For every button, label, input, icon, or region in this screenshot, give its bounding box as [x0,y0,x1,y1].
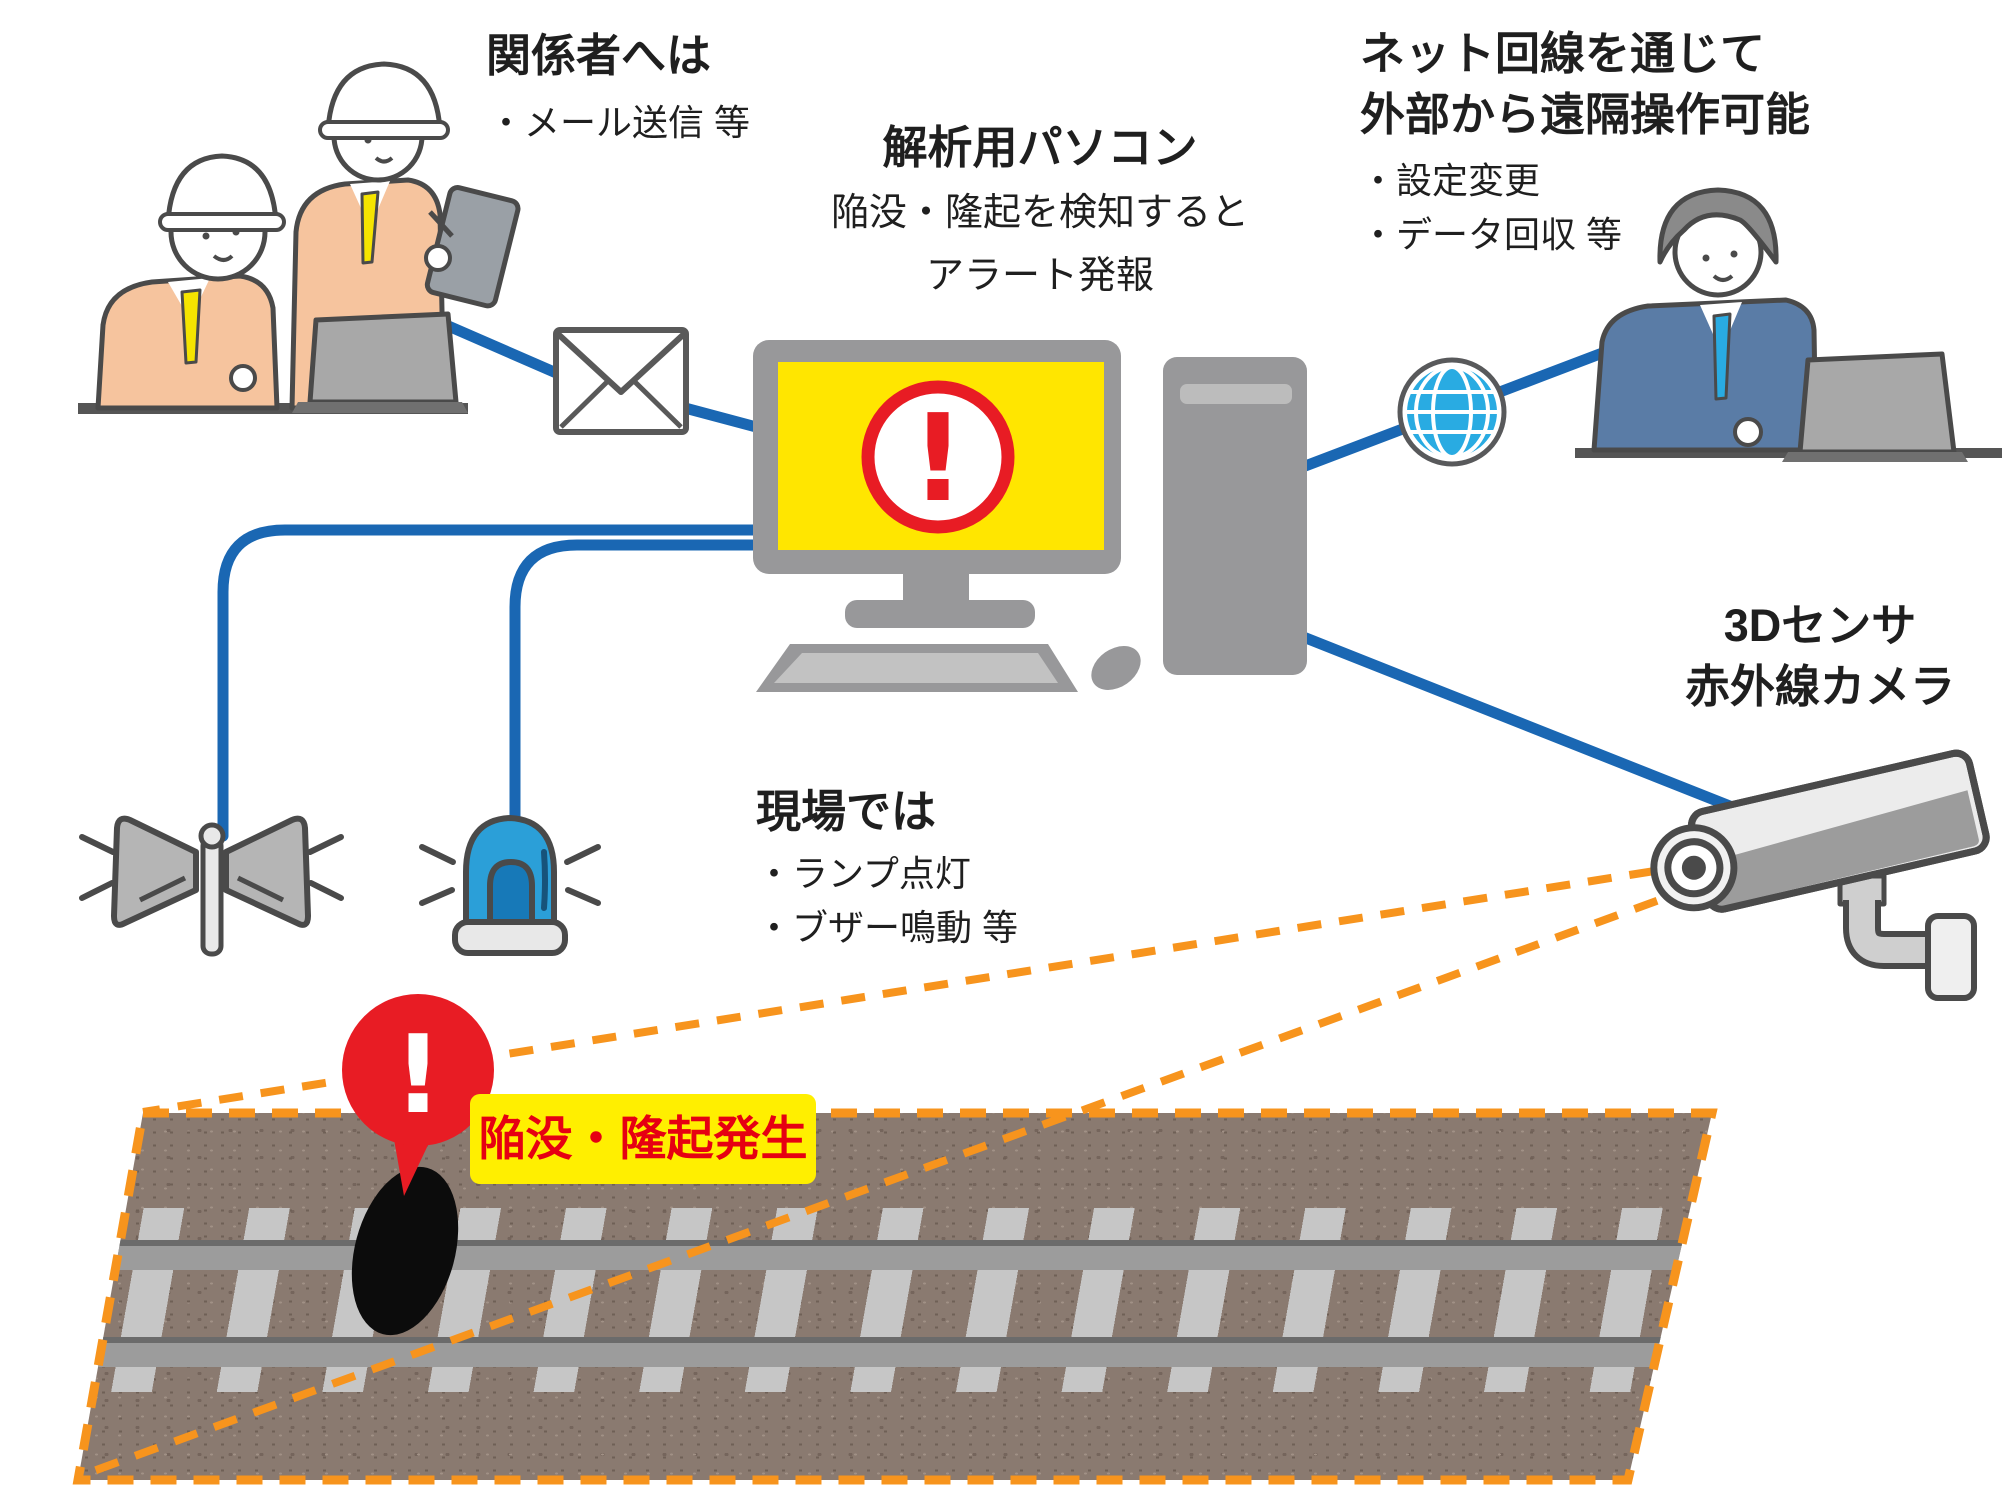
sensor-caption: 3Dセンサ 赤外線カメラ [1640,596,2000,718]
site-item1: ・ランプ点灯 [756,852,971,894]
pc-tower [1163,357,1307,675]
sensor-line1: 3Dセンサ [1723,600,1917,651]
security-camera-icon [1650,749,1990,1001]
remote-title-line1: ネット回線を通じて [1360,28,1766,79]
analysis-monitor: ! [753,340,1141,692]
worker1-tie [180,288,202,365]
analysis-pc-desc1: 陥没・隆起を検知すると [830,191,1249,234]
site-caption: 現場では ・ランプ点灯 ・ブザー鳴動 等 [756,782,1018,955]
horn-speaker-icon [79,815,344,957]
worker2-tie [360,190,380,265]
internet-globe-icon [1397,357,1507,467]
workers-laptop [307,311,459,405]
stakeholders-item: ・メール送信 等 [488,102,751,143]
operator-tie [1712,312,1732,401]
operator-laptop [1797,351,1957,455]
site-item2: ・ブザー鳴動 等 [756,906,1019,948]
site-title: 現場では [756,786,937,837]
worker2-helmet [325,61,443,133]
operator-hand [1733,417,1763,447]
warning-balloon-icon: ! [342,994,494,1196]
analysis-pc-title: 解析用パソコン [882,122,1198,173]
camera-view-line-lower [78,868,1738,1480]
remote-caption: ネット回線を通じて 外部から遠隔操作可能 ・設定変更 ・データ回収 等 [1360,24,1810,262]
remote-item1: ・設定変更 [1360,159,1541,201]
workers-illustration [95,61,521,413]
tablet [424,185,521,309]
alert-icon [861,380,1015,534]
railway-track [78,1113,1712,1480]
remote-operator-illustration [1591,187,1968,462]
balloon-exclamation: ! [393,1013,442,1138]
analysis-pc-caption: 解析用パソコン 陥没・隆起を検知すると アラート発報 [810,118,1270,305]
mouse [1091,646,1141,690]
sensor-line2: 赤外線カメラ [1684,660,1955,712]
mail-envelope-icon [553,327,689,435]
alert-exclamation: ! [911,390,966,529]
worker1-helmet [165,153,279,225]
light-rays [419,844,601,906]
operator-suit [1591,297,1819,453]
pen [428,210,454,238]
analysis-pc-desc2: アラート発報 [925,254,1154,297]
rail-top [78,1240,1712,1270]
ballast-dashed-outline [72,1108,1718,1485]
warning-lamp-icon [419,815,601,956]
worker1-hand [229,364,257,392]
connector-monitor-to-lamp [509,539,771,826]
rail-bottom [78,1337,1712,1367]
event-label: 陥没・隆起発生 [470,1094,816,1184]
remote-title-line2: 外部から遠隔操作可能 [1360,88,1811,140]
stakeholders-title: 関係者へは [486,30,712,81]
remote-item2: ・データ回収 等 [1360,213,1623,255]
connector-monitor-to-horn [217,524,771,842]
operator-hair [1657,187,1779,265]
sound-waves [79,834,344,901]
worker2-hand [424,244,452,272]
